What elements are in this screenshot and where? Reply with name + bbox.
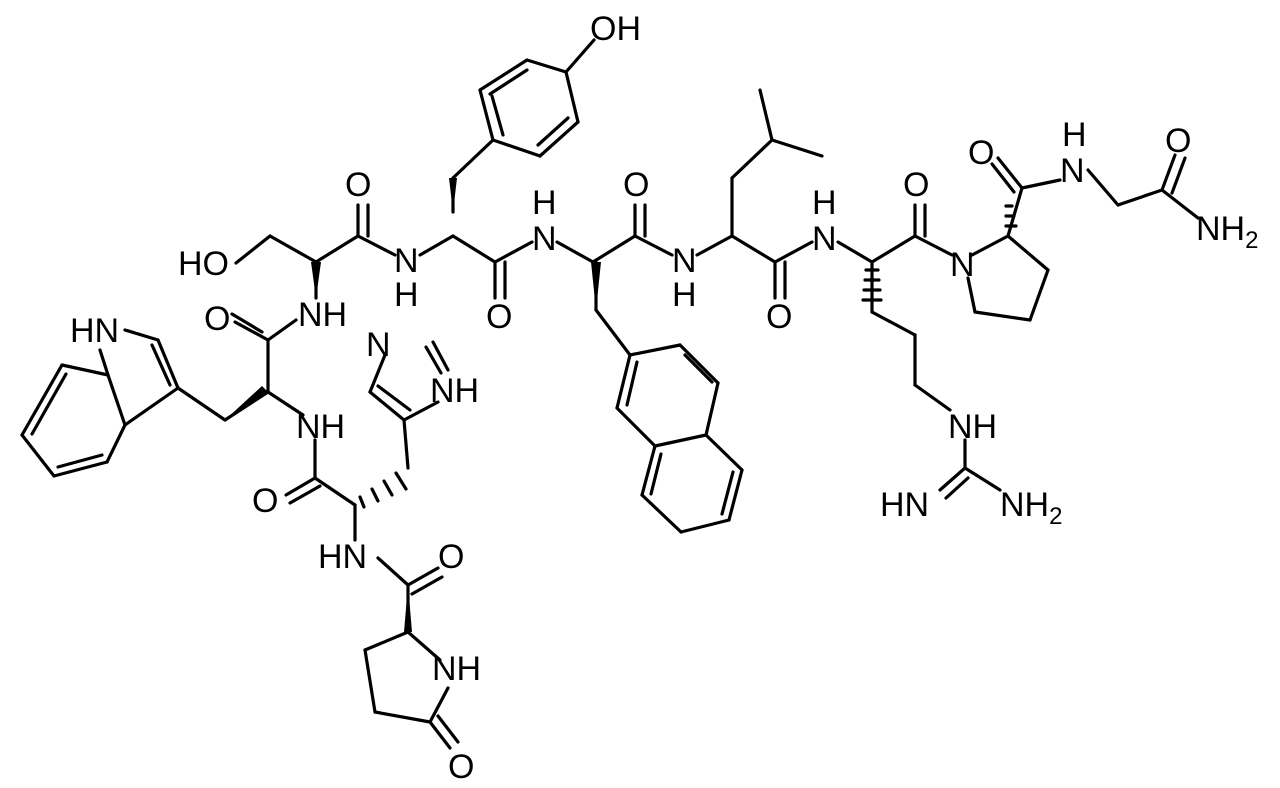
atom-hn-guanidine: HN	[880, 486, 929, 524]
atom-o-lactam: O	[448, 748, 474, 786]
atom-h-tyr: H	[394, 276, 419, 314]
atom-n-tyr: N	[394, 242, 419, 280]
atom-o-nal-carbonyl: O	[623, 166, 649, 204]
atom-h-leu: H	[672, 276, 697, 314]
atom-o-his-carbonyl: O	[252, 482, 278, 520]
atom-h-arg: H	[812, 184, 837, 222]
atom-o-trp-carbonyl: O	[204, 300, 230, 338]
atom-o-arg-carbonyl: O	[903, 166, 929, 204]
atom-n-proline: N	[950, 246, 975, 284]
bonds	[20, 38, 1200, 750]
atom-hn-his: HN	[318, 538, 367, 576]
atom-nh-imidazole: NH	[430, 372, 479, 410]
atom-o-gly-carbonyl: O	[1165, 122, 1191, 160]
atom-ho-serine: HO	[178, 245, 229, 283]
stereo-bonds	[225, 178, 1018, 632]
atom-nh-trp: NH	[296, 408, 345, 446]
atom-hn-indole: HN	[70, 312, 119, 350]
atom-o-pro-carbonyl: O	[968, 134, 994, 172]
atom-n-nal: N	[532, 220, 557, 258]
atom-n-imidazole: N	[366, 326, 391, 364]
atom-o-tyr-carbonyl: O	[486, 298, 512, 336]
atom-nh-pyroglutamate: NH	[432, 650, 481, 688]
atom-nh-guanidine: NH	[948, 408, 997, 446]
atom-labels: OH HO HN NH NH N NH HN NH N H N H N H N …	[70, 10, 1258, 786]
atom-h-nal: H	[532, 184, 557, 222]
atom-o-ser-carbonyl: O	[345, 166, 371, 204]
atom-h-gly: H	[1062, 116, 1087, 154]
atom-n-gly: N	[1060, 152, 1085, 190]
atom-n-arg: N	[812, 220, 837, 258]
atom-o-leu-carbonyl: O	[766, 298, 792, 336]
atom-oh-phenol: OH	[590, 10, 641, 48]
atom-nh2-guanidine: NH2	[1000, 486, 1062, 530]
atom-n-leu: N	[672, 242, 697, 280]
atom-nh2-amide: NH2	[1196, 210, 1258, 254]
atom-o-pyro-carbonyl: O	[438, 538, 464, 576]
atom-nh-serine: NH	[298, 296, 347, 334]
